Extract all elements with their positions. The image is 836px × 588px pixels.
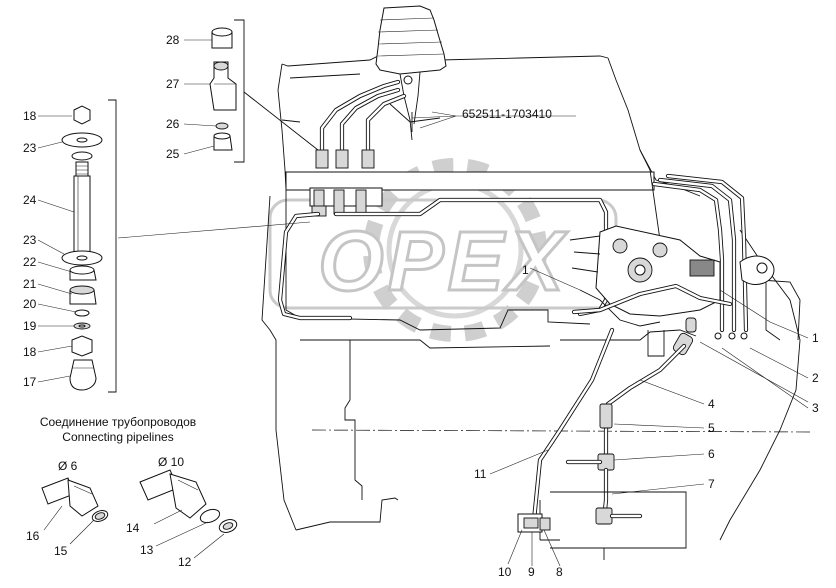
callout-12: 12 <box>178 555 192 569</box>
callout-9: 9 <box>528 565 535 579</box>
callout-1-left: 1 <box>522 263 529 277</box>
callout-13: 13 <box>140 543 154 557</box>
exploded-fitting-stack <box>61 99 117 393</box>
gear-lever-boot <box>375 5 447 141</box>
pipe-11 <box>531 327 615 523</box>
callout-18-bottom: 18 <box>23 345 37 359</box>
callout-28: 28 <box>166 33 180 47</box>
callout-22: 22 <box>23 255 37 269</box>
callout-10: 10 <box>498 565 512 579</box>
callout-3: 3 <box>812 401 819 415</box>
pipe-4-assembly <box>565 343 687 525</box>
callout-18-top: 18 <box>23 109 37 123</box>
callout-23-bottom: 23 <box>23 233 37 247</box>
diameter-small-label: Ø 6 <box>58 459 78 473</box>
caption-en: Connecting pipelines <box>62 430 173 444</box>
connection-detail-small <box>41 477 109 522</box>
callout-8: 8 <box>556 565 563 579</box>
watermark-logo: OPEX <box>268 158 618 342</box>
callout-1-right: 1 <box>812 331 819 345</box>
lower-tank <box>517 491 687 560</box>
callout-23-top: 23 <box>23 141 37 155</box>
assembly-code-label: 652511-1703410 <box>462 107 552 121</box>
callout-19: 19 <box>23 319 37 333</box>
callout-11: 11 <box>474 467 487 481</box>
watermark-text: OPEX <box>318 214 568 308</box>
callout-4: 4 <box>708 397 715 411</box>
callout-21: 21 <box>23 277 37 291</box>
callout-2: 2 <box>812 371 819 385</box>
callout-17: 17 <box>23 375 37 389</box>
callout-24: 24 <box>23 193 37 207</box>
callout-16: 16 <box>26 529 40 543</box>
diameter-large-label: Ø 10 <box>158 455 184 469</box>
callout-6: 6 <box>708 447 715 461</box>
valve-block-top <box>309 79 441 217</box>
callout-27: 27 <box>166 77 180 91</box>
exploded-valve-parts <box>209 19 319 163</box>
callout-14: 14 <box>126 521 140 535</box>
callout-26: 26 <box>166 117 180 131</box>
callout-7: 7 <box>708 477 715 491</box>
leader-lines <box>37 39 809 567</box>
callout-20: 20 <box>23 297 37 311</box>
pump-unit <box>569 225 775 327</box>
callout-15: 15 <box>54 544 68 558</box>
callout-5: 5 <box>708 421 715 435</box>
callout-25: 25 <box>166 147 180 161</box>
connection-detail-large <box>139 469 238 533</box>
callout-numbers: 18 23 24 23 22 21 20 19 18 17 28 27 26 2… <box>23 33 819 579</box>
caption-ru: Соединение трубопроводов <box>40 415 196 429</box>
